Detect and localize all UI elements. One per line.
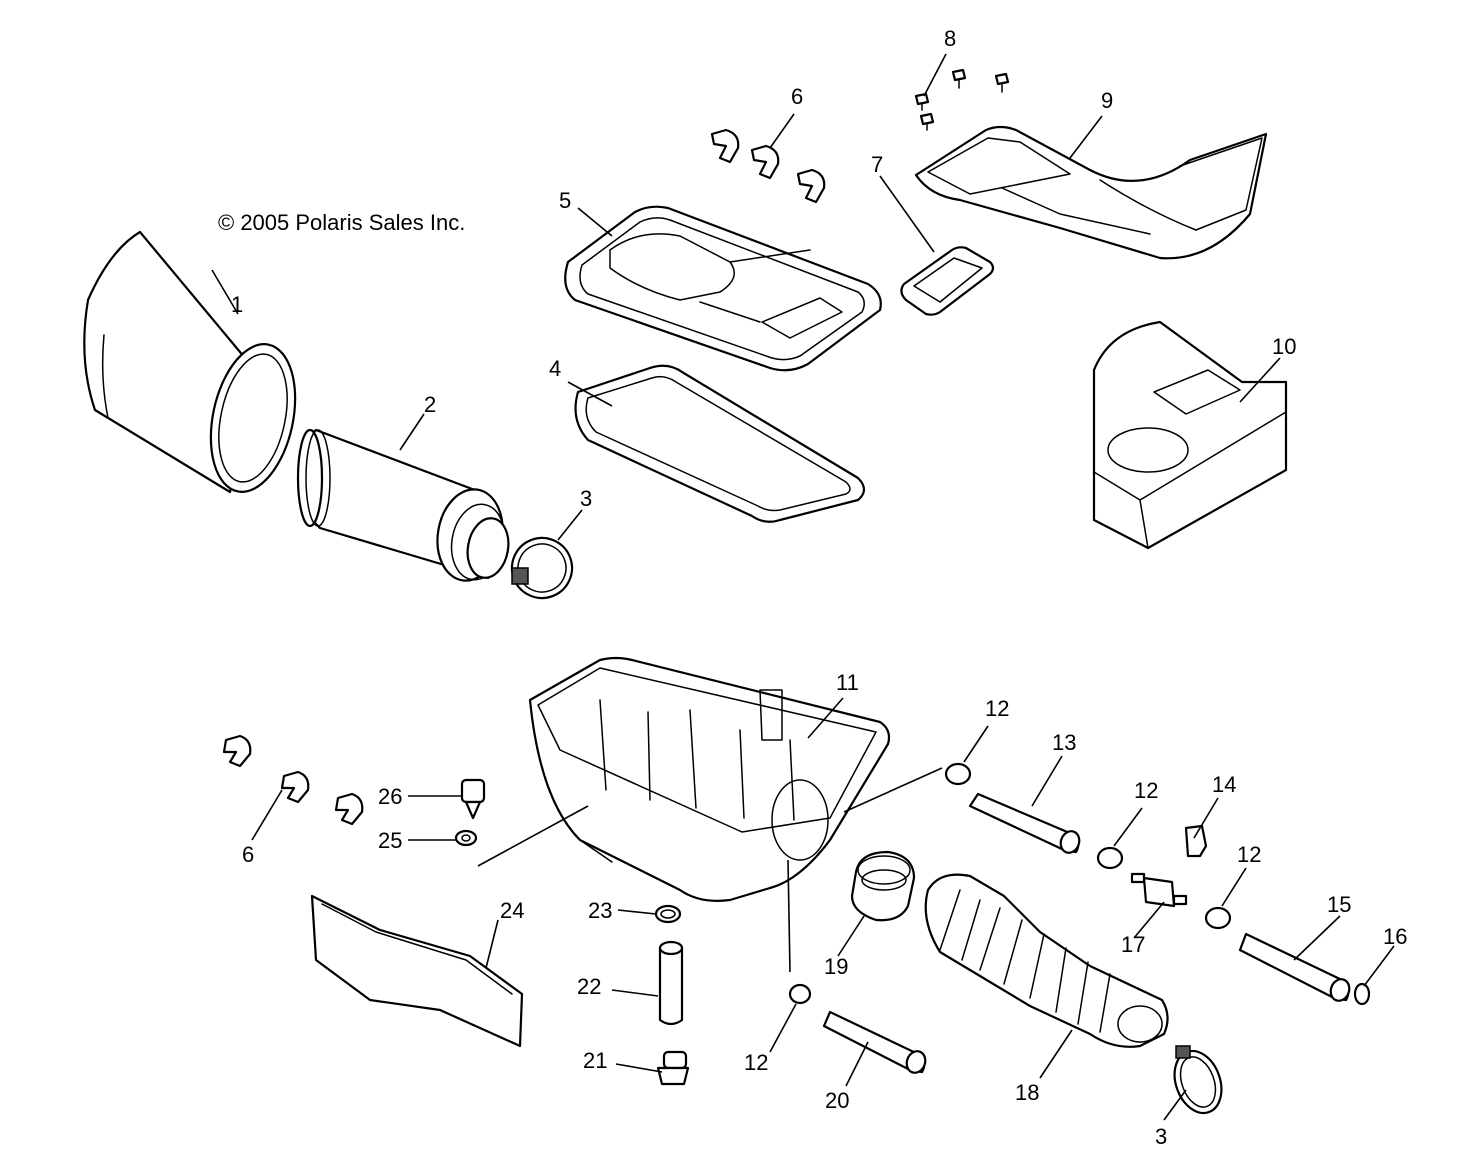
- part-13-hose: [968, 792, 1081, 854]
- callout-14: 14: [1212, 772, 1236, 797]
- part-3-clamp-lower: [1173, 1045, 1223, 1115]
- part-12-clamp-a: [944, 762, 972, 786]
- callout-10: 10: [1272, 334, 1296, 359]
- callout-2: 2: [424, 392, 436, 417]
- callout-19: 19: [824, 954, 848, 979]
- callout-6-upper: 6: [791, 84, 803, 109]
- part-10-block: [1092, 320, 1288, 550]
- callout-7: 7: [871, 152, 883, 177]
- part-8-screws: [914, 68, 1010, 131]
- part-12-clamp-c: [1204, 906, 1232, 930]
- callout-12-a: 12: [985, 696, 1009, 721]
- callout-8: 8: [944, 26, 956, 51]
- assembly-line-12a: [843, 767, 943, 813]
- part-20-hose: [822, 1010, 927, 1074]
- callout-6-lower: 6: [242, 842, 254, 867]
- callout-13: 13: [1052, 730, 1076, 755]
- callout-3-lower: 3: [1155, 1124, 1167, 1149]
- part-23-small-clamp: [654, 904, 682, 924]
- copyright-notice: © 2005 Polaris Sales Inc.: [218, 210, 465, 235]
- part-7-plate: [900, 246, 995, 316]
- part-12-clamp-b: [1096, 846, 1124, 870]
- assembly-line-12d: [787, 859, 791, 973]
- callout-3-upper: 3: [580, 486, 592, 511]
- leader-lines: [211, 53, 1395, 1121]
- callout-22: 22: [577, 974, 601, 999]
- part-16-clamp: [1353, 982, 1371, 1006]
- callout-4: 4: [549, 356, 561, 381]
- callout-5: 5: [559, 188, 571, 213]
- part-15-hose: [1238, 932, 1351, 1002]
- callout-18: 18: [1015, 1080, 1039, 1105]
- part-6-clips-upper: [710, 128, 826, 204]
- callout-11: 11: [836, 670, 859, 695]
- callout-9: 9: [1101, 88, 1113, 113]
- part-2-filter-element: [296, 428, 510, 582]
- part-21-valve: [656, 1050, 690, 1086]
- part-4-gasket: [574, 364, 866, 523]
- part-17-connector: [1130, 872, 1188, 908]
- callout-labels: 1 2 3 4 5 6 7 8 9 10 11 12 13 12 14 12 1…: [231, 26, 1407, 1149]
- part-12-clamp-d: [788, 983, 812, 1005]
- part-5-airbox-cover: [564, 205, 882, 372]
- part-24-panel: [310, 894, 524, 1048]
- callout-24: 24: [500, 898, 524, 923]
- callout-12-b: 12: [1134, 778, 1158, 803]
- callout-1: 1: [231, 292, 243, 317]
- part-18-boot: [924, 873, 1169, 1048]
- callout-25: 25: [378, 828, 402, 853]
- part-6-clips-lower: [222, 734, 364, 826]
- part-26-plug: [460, 778, 486, 820]
- part-9-intake-duct: [914, 125, 1268, 260]
- part-19-coupler: [850, 850, 916, 922]
- part-14-clip: [1184, 824, 1208, 858]
- callout-20: 20: [825, 1088, 849, 1113]
- part-1-prefilter: [83, 230, 297, 494]
- assembly-line-24: [477, 805, 589, 867]
- callout-16: 16: [1383, 924, 1407, 949]
- part-25-washer: [454, 829, 478, 847]
- callout-21: 21: [583, 1048, 607, 1073]
- callout-17: 17: [1121, 932, 1145, 957]
- part-22-tube: [658, 940, 684, 1026]
- callout-26: 26: [378, 784, 402, 809]
- callout-12-d: 12: [744, 1050, 768, 1075]
- callout-12-c: 12: [1237, 842, 1261, 867]
- part-11-airbox-base: [528, 656, 891, 902]
- part-3-clamp-upper: [510, 536, 574, 600]
- callout-15: 15: [1327, 892, 1351, 917]
- callout-23: 23: [588, 898, 612, 923]
